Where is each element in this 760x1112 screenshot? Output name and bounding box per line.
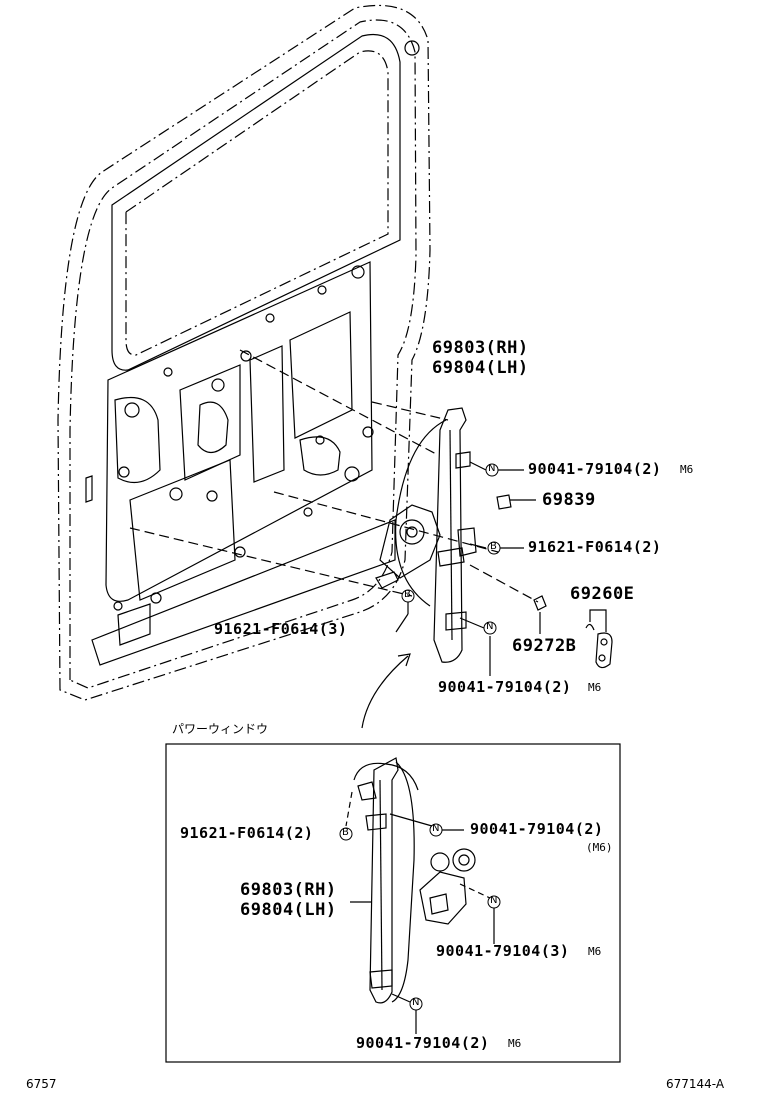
label-inset-regulator-lh: 69804(LH): [240, 900, 337, 920]
regulator-cable: [395, 419, 447, 607]
label-main-bolt-upper-size: M6: [680, 463, 694, 476]
window-regulator-inset: [345, 757, 495, 1034]
marker-n: N: [490, 895, 498, 906]
marker-circles: [339, 463, 501, 1011]
door-panel: [57, 4, 539, 701]
label-bracket-69260e: [589, 609, 607, 632]
label-inset-bolt-mid-size: M6: [588, 945, 602, 958]
inset-motor: [419, 871, 467, 925]
inner-panel-outline: [105, 261, 373, 602]
marker-b: B: [404, 589, 411, 600]
figure-id: 677144-A: [666, 1077, 725, 1091]
window-frame-inner: [125, 50, 389, 356]
label-part-69260e: 69260E: [570, 584, 635, 604]
label-main-bolt-upper: 90041-79104(2): [528, 460, 662, 478]
label-part-69839: 69839: [542, 490, 596, 510]
marker-n: N: [432, 823, 440, 834]
inset-reference-arrow: [361, 653, 411, 729]
label-inset-bolt-upper-size: (M6): [586, 841, 613, 854]
label-main-bolt-left: 91621-F0614(3): [214, 620, 348, 638]
door-inner-outline: [69, 19, 417, 689]
label-inset-bolt-lower: 90041-79104(2): [356, 1034, 490, 1052]
part-69839-shape: [496, 494, 512, 510]
door-outer-outline: [57, 4, 431, 701]
mounting-holes: [113, 40, 420, 611]
inset-cable-upper: [353, 762, 419, 791]
label-part-69272b: 69272B: [512, 636, 577, 656]
marker-n: N: [486, 621, 494, 632]
window-frame-outer: [111, 34, 401, 371]
marker-b: B: [490, 541, 497, 552]
inset-frame: [165, 743, 621, 1063]
page-number: 6757: [26, 1077, 57, 1091]
label-inset-bolt-upper: 90041-79104(2): [470, 820, 604, 838]
label-inset-bolt-left: 91621-F0614(2): [180, 824, 314, 842]
label-main-bolt-mid-right: 91621-F0614(2): [528, 538, 662, 556]
inner-panel-bottom: [91, 519, 396, 666]
label-main-regulator-rh: 69803(RH): [432, 338, 529, 358]
marker-b: B: [342, 827, 349, 838]
label-main-bolt-lower: 90041-79104(2): [438, 678, 572, 696]
label-main-regulator-lh: 69804(LH): [432, 358, 529, 378]
regulator-rail: [433, 407, 467, 663]
part-69260e-shape: [595, 632, 613, 669]
regulator-motor: [379, 504, 441, 579]
label-inset-bolt-mid: 90041-79104(3): [436, 942, 570, 960]
inset-cable: [391, 761, 415, 1003]
marker-n: N: [412, 997, 420, 1008]
inset-rail: [369, 757, 399, 1004]
assembly-leader-lines: [129, 349, 539, 603]
label-inset-regulator-rh: 69803(RH): [240, 880, 337, 900]
inset-title: パワーウィンドウ: [172, 722, 269, 736]
window-regulator-main: [375, 407, 613, 676]
label-inset-bolt-lower-size: M6: [508, 1037, 522, 1050]
label-main-bolt-lower-size: M6: [588, 681, 602, 694]
part-69272b-shape: [533, 595, 547, 611]
marker-n: N: [488, 463, 496, 474]
